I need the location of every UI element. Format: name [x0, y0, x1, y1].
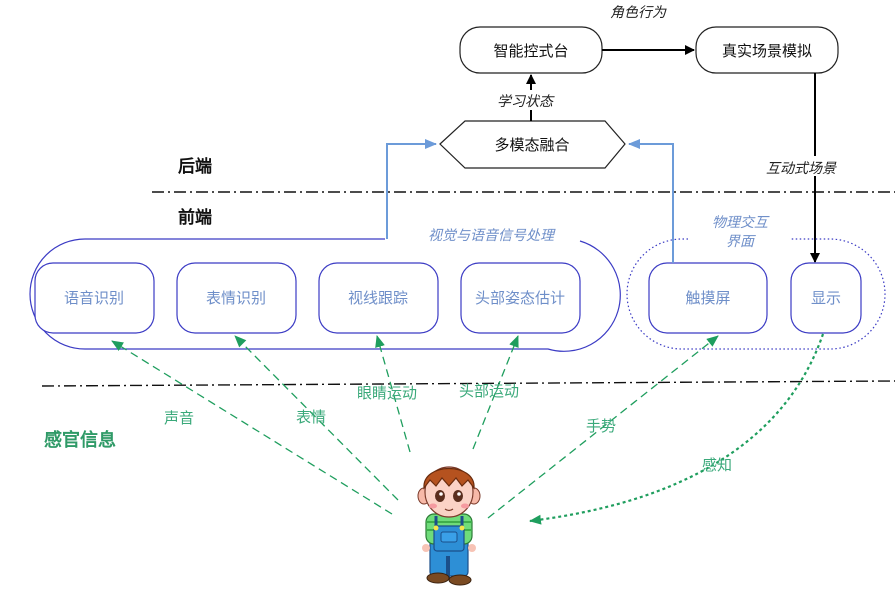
- child-user-illustration: [417, 466, 481, 586]
- arrow-voice: [111, 340, 393, 515]
- signal-label-voice: 声音: [164, 409, 194, 427]
- module-display-label: 显示: [811, 289, 841, 307]
- signal-label-perception: 感知: [702, 456, 732, 474]
- zone-label-frontend: 前端: [178, 207, 212, 228]
- edge-label-role-behavior: 角色行为: [610, 5, 667, 21]
- node-fusion-label: 多模态融合: [494, 136, 569, 154]
- arrow-gesture: [487, 335, 719, 519]
- group-physical-interface-label-2: 界面: [726, 234, 756, 250]
- module-expression-recognition[interactable]: 表情识别: [176, 262, 297, 334]
- group-vision-speech-label: 视觉与语音信号处理: [428, 228, 556, 244]
- arrow-vision-speech-to-fusion: [386, 139, 437, 239]
- module-touchscreen[interactable]: 触摸屏: [648, 262, 768, 334]
- arrow-eye-movement: [375, 335, 411, 453]
- group-vision-speech: [29, 238, 621, 352]
- module-label: 视线跟踪: [348, 289, 408, 307]
- node-controller[interactable]: 智能控式台: [459, 26, 603, 74]
- module-label: 头部姿态估计: [475, 289, 565, 307]
- module-gaze-tracking[interactable]: 视线跟踪: [318, 262, 439, 334]
- module-touchscreen-label: 触摸屏: [685, 289, 730, 307]
- edge-label-interactive-scene: 互动式场景: [766, 161, 837, 177]
- node-simulation-label: 真实场景模拟: [722, 42, 812, 60]
- group-physical-interface-label-1: 物理交互: [712, 215, 770, 231]
- module-label: 表情识别: [206, 289, 266, 307]
- node-fusion[interactable]: 多模态融合: [439, 120, 626, 169]
- signal-label-head-movement: 头部运动: [459, 382, 519, 400]
- group-physical-interface: [626, 238, 886, 350]
- arrow-perception: [529, 333, 825, 525]
- zone-label-backend: 后端: [178, 156, 212, 177]
- module-speech-recognition[interactable]: 语音识别: [34, 262, 155, 334]
- module-label: 语音识别: [64, 289, 124, 307]
- node-simulation[interactable]: 真实场景模拟: [695, 26, 839, 74]
- edge-label-learning-state: 学习状态: [497, 94, 555, 110]
- module-head-pose-estimation[interactable]: 头部姿态估计: [460, 262, 581, 334]
- arrow-touchscreen-to-fusion: [628, 139, 674, 263]
- zone-label-sensory: 感官信息: [44, 429, 116, 451]
- module-display[interactable]: 显示: [790, 262, 862, 334]
- frontend-sensory-divider: [41, 380, 895, 387]
- arrow-head-movement: [472, 335, 519, 450]
- signal-label-gesture: 手势: [586, 417, 616, 435]
- signal-label-eye-movement: 眼睛运动: [357, 384, 417, 402]
- signal-label-expression: 表情: [296, 408, 326, 426]
- node-controller-label: 智能控式台: [493, 42, 568, 60]
